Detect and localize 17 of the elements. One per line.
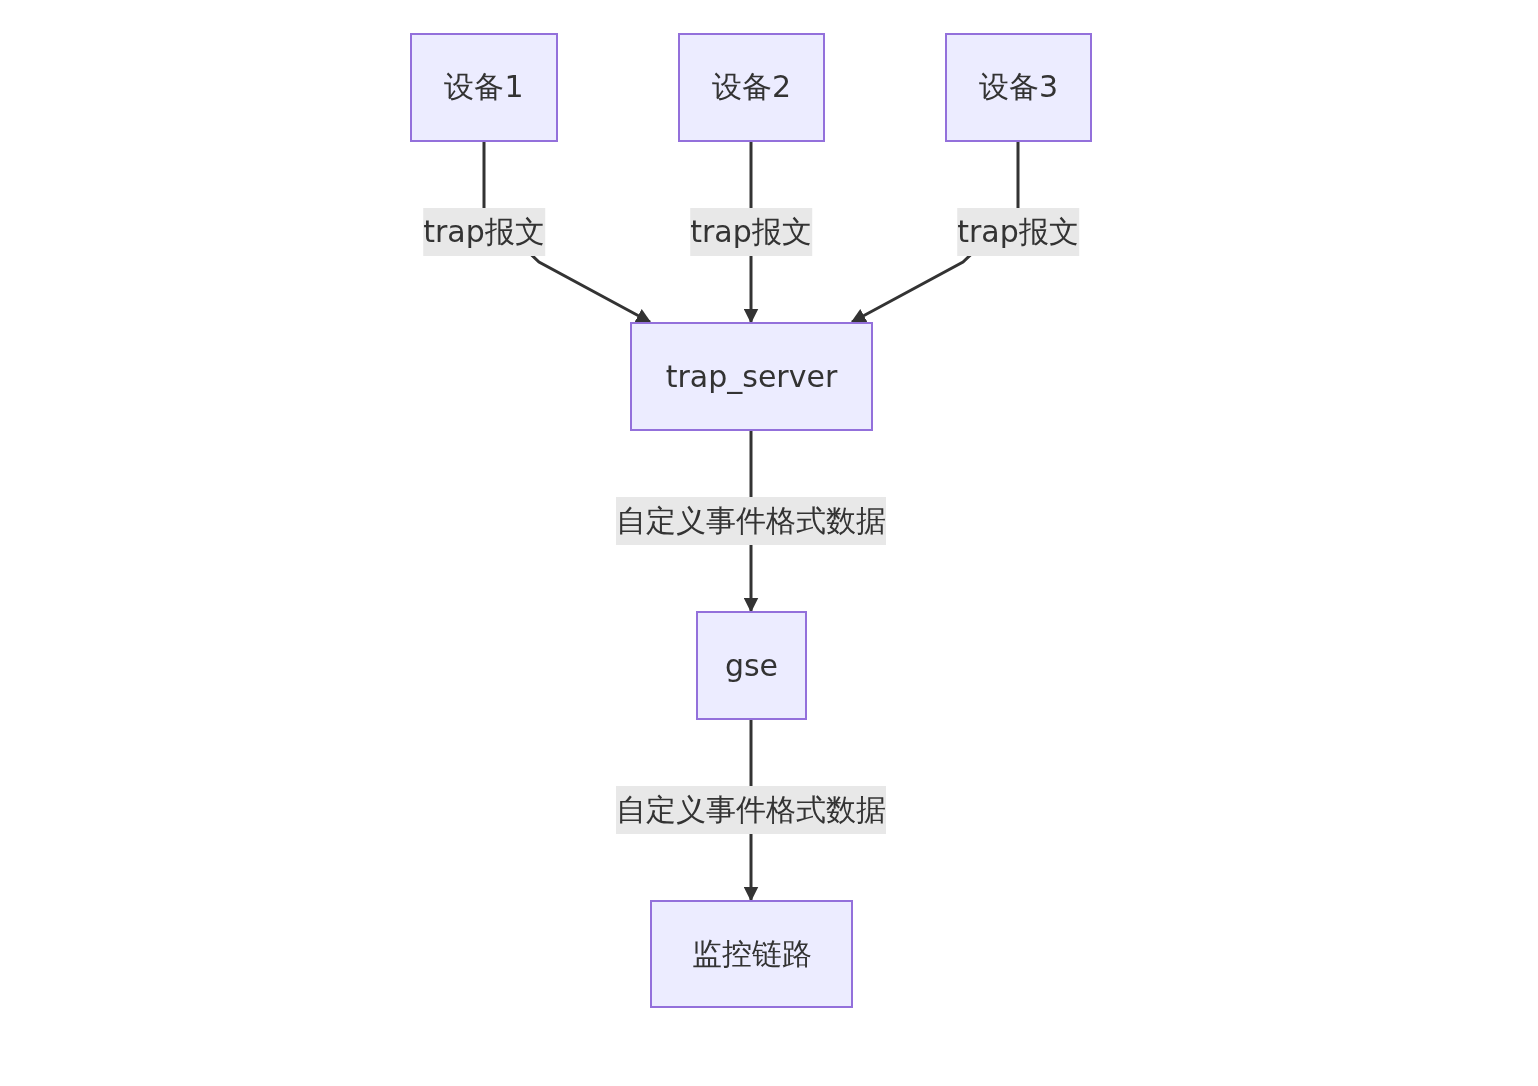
node-label: gse [724,648,779,683]
process-box [678,33,825,142]
edge-label: trap报文 [423,208,545,256]
edge-label: trap报文 [957,208,1079,256]
process-box [696,611,807,720]
node-label: 设备1 [444,68,524,106]
edge-label: 自定义事件格式数据 [616,786,886,834]
node-label: trap_server [665,359,838,394]
node-label: 设备2 [711,68,792,106]
process-box [945,33,1092,142]
node-label: 设备3 [978,68,1059,106]
edge-label: trap报文 [690,208,812,256]
process-box [410,33,558,142]
process-box [630,322,873,431]
process-box [650,900,853,1008]
edge-label: 自定义事件格式数据 [616,497,886,545]
node-label: 监控链路 [691,934,812,973]
